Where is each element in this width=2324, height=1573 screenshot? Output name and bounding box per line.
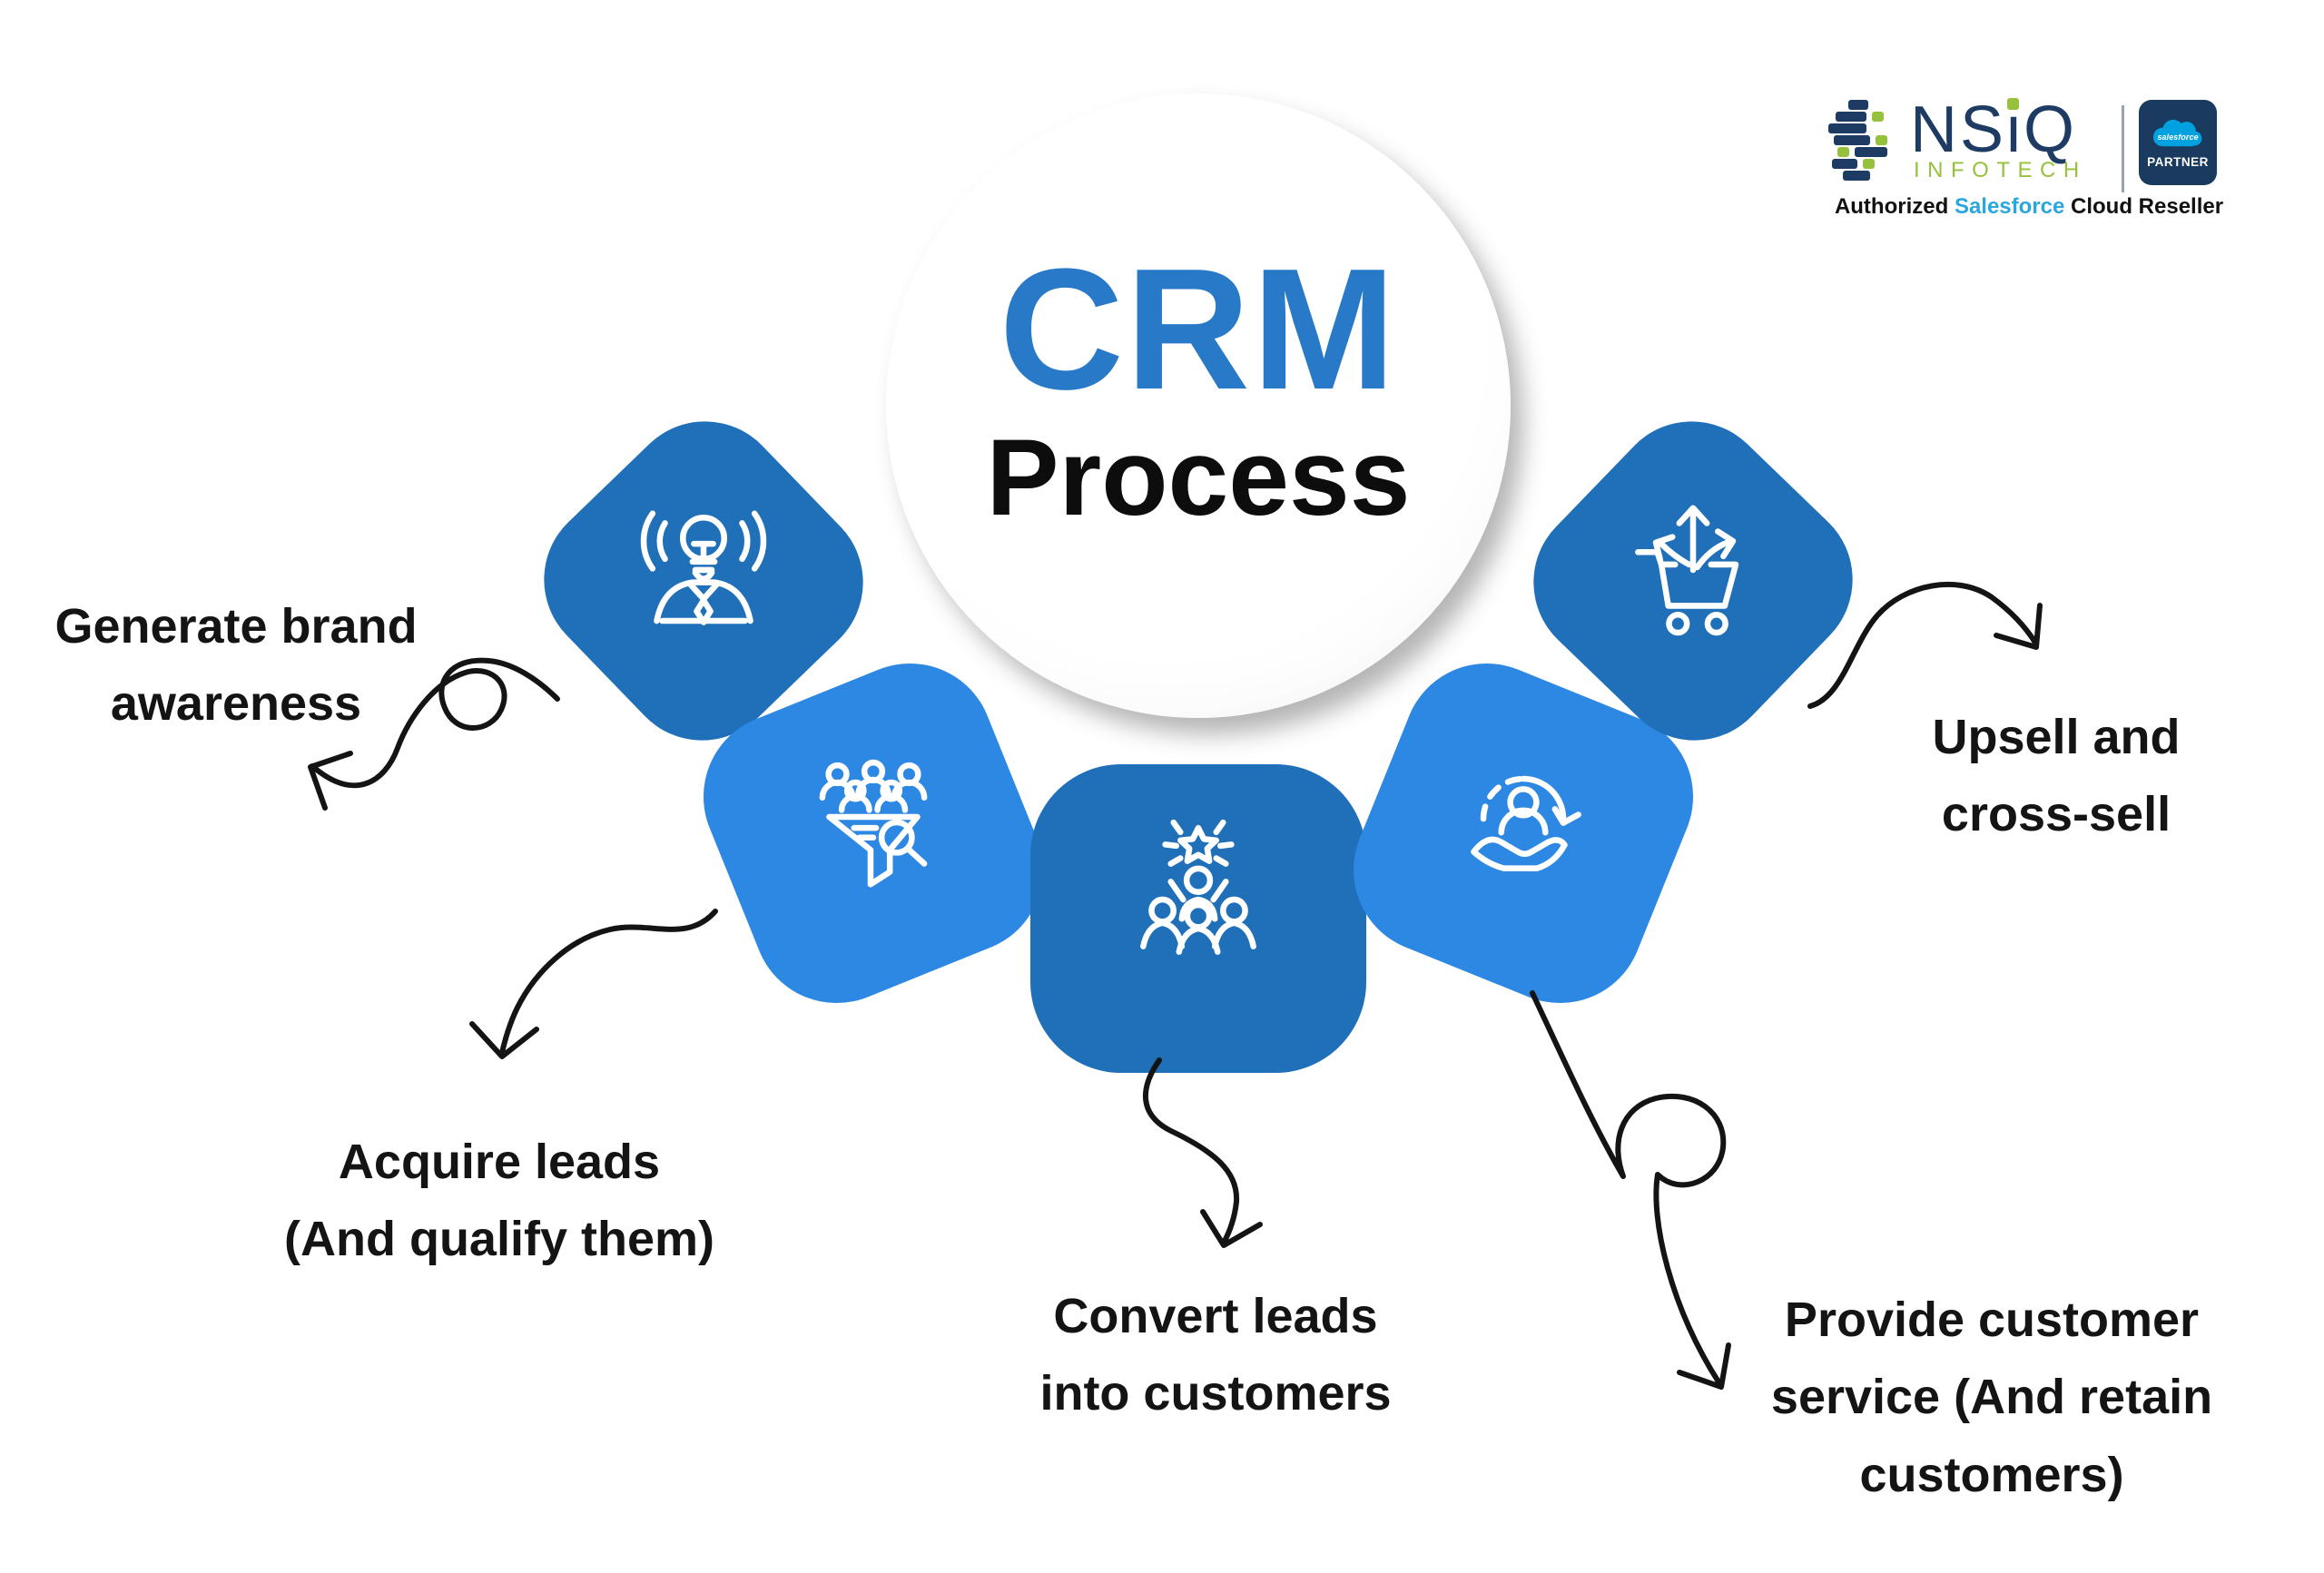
logo-bar bbox=[1863, 159, 1875, 169]
star-achiever-team-icon bbox=[1116, 811, 1281, 977]
brand-subtext: INFOTECH bbox=[1914, 158, 2087, 182]
arrow-provide-customer-service bbox=[1530, 990, 1731, 1390]
label-acquire-leads: Acquire leads (And qualify them) bbox=[284, 1124, 714, 1279]
crm-title: CRM bbox=[999, 232, 1398, 426]
logo-bar bbox=[1848, 100, 1868, 110]
logo-bar bbox=[1832, 159, 1857, 169]
tagline-highlight: Salesforce bbox=[1954, 194, 2065, 219]
brand-word-suffix: Q bbox=[2024, 93, 2078, 166]
person-lightbulb-broadcast-icon bbox=[621, 493, 786, 658]
salesforce-cloud-text: salesforce bbox=[2157, 133, 2198, 142]
logo-bars-icon bbox=[1827, 100, 1899, 183]
brand-word-i: i bbox=[2006, 93, 2024, 166]
logo-bar bbox=[1834, 135, 1870, 145]
label-generate-brand-awareness: Generate brand awareness bbox=[54, 588, 417, 743]
logo-bar bbox=[1843, 171, 1870, 181]
nsiq-infotech-logo: NSiQ INFOTECH salesforce PARTNER Authori… bbox=[1816, 87, 2242, 241]
arrow-convert-leads bbox=[1142, 1057, 1263, 1248]
petal-convert-leads bbox=[1030, 764, 1366, 1073]
label-line: Convert leads bbox=[1053, 1289, 1378, 1343]
crm-process-circle: CRM Process bbox=[886, 93, 1511, 718]
label-line: awareness bbox=[110, 676, 362, 732]
label-line: customers) bbox=[1859, 1447, 2124, 1502]
salesforce-partner-badge: salesforce PARTNER bbox=[2139, 100, 2217, 185]
tagline-part2: Cloud Reseller bbox=[2071, 194, 2224, 219]
label-line: Provide customer bbox=[1784, 1293, 2200, 1347]
logo-divider bbox=[2122, 105, 2124, 192]
label-line: cross-sell bbox=[1941, 787, 2171, 842]
label-line: Upsell and bbox=[1932, 710, 2181, 764]
logo-bar bbox=[1872, 112, 1884, 122]
logo-bar bbox=[1876, 135, 1887, 145]
salesforce-cloud-icon: salesforce bbox=[2152, 119, 2202, 147]
label-line: into customers bbox=[1039, 1366, 1392, 1421]
authorized-reseller-tagline: Authorized Salesforce Cloud Reseller bbox=[1816, 194, 2242, 220]
arrow-generate-brand-awareness bbox=[308, 657, 560, 811]
label-line: (And qualify them) bbox=[284, 1212, 714, 1267]
label-line: Acquire leads bbox=[338, 1135, 661, 1189]
label-provide-customer-service: Provide customer service (And retain cus… bbox=[1771, 1282, 2212, 1514]
logo-bar bbox=[1837, 147, 1849, 157]
brand-word-prefix: NS bbox=[1910, 93, 2007, 166]
logo-bar bbox=[1836, 112, 1866, 122]
process-title: Process bbox=[986, 417, 1411, 539]
partner-label: PARTNER bbox=[2147, 155, 2209, 169]
logo-bar bbox=[1855, 147, 1887, 157]
arrow-acquire-leads bbox=[469, 909, 718, 1059]
arrow-upsell-cross-sell bbox=[1807, 581, 2043, 709]
customer-cycle-hand-icon bbox=[1441, 733, 1606, 899]
brand-wordmark: NSiQ bbox=[1910, 93, 2077, 167]
audience-funnel-search-icon bbox=[791, 737, 956, 902]
cart-branching-arrows-icon bbox=[1610, 487, 1776, 653]
label-convert-leads: Convert leads into customers bbox=[1039, 1278, 1391, 1433]
label-upsell-cross-sell: Upsell and cross-sell bbox=[1932, 699, 2180, 854]
label-line: service (And retain bbox=[1770, 1370, 2213, 1425]
label-line: Generate brand bbox=[54, 599, 418, 654]
logo-bar bbox=[1828, 123, 1866, 133]
tagline-part1: Authorized bbox=[1834, 194, 1949, 219]
